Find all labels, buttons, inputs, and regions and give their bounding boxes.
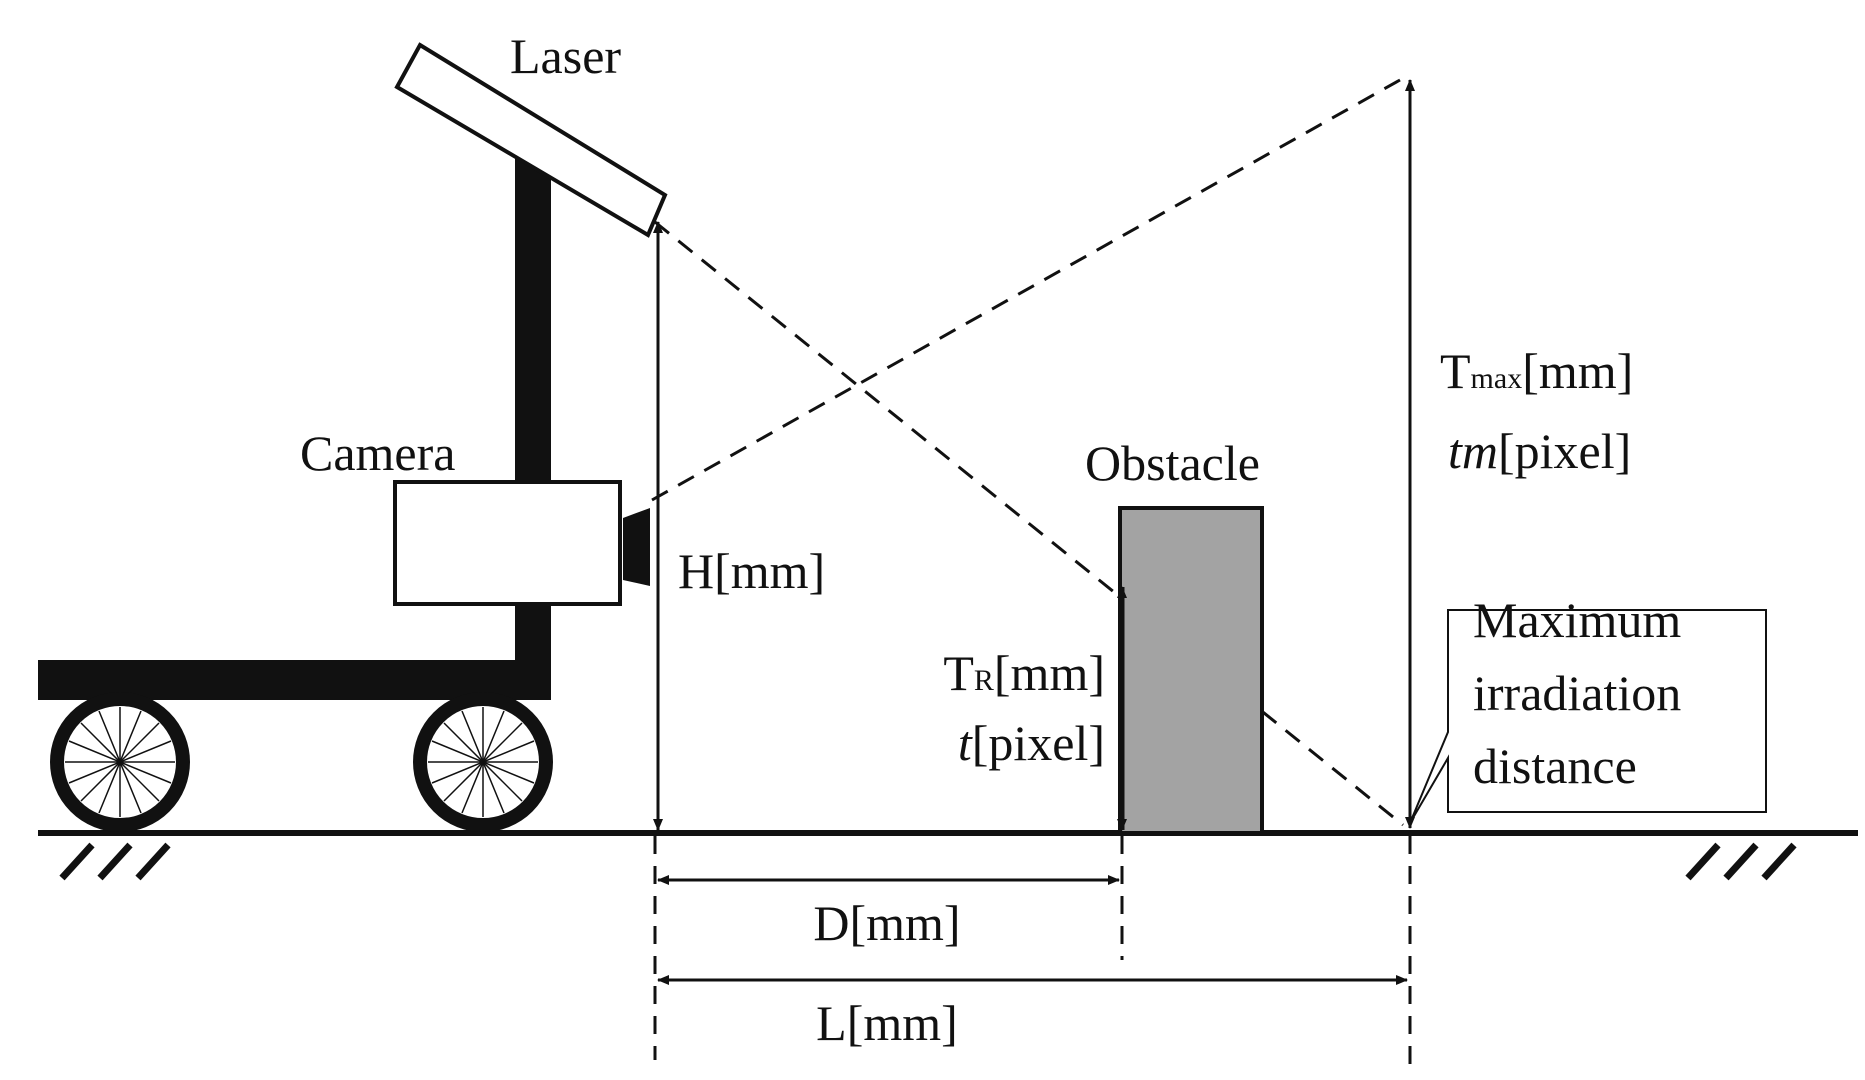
ground-hatch-left <box>59 842 171 881</box>
camera-ray <box>651 78 1401 502</box>
label-camera: Camera <box>300 425 455 481</box>
obstacle <box>1118 506 1264 835</box>
wheel-left <box>50 692 190 832</box>
label-laser: Laser <box>510 28 621 84</box>
camera-lens <box>623 508 650 586</box>
label-height: H[mm] <box>678 543 825 599</box>
label-tmax: Tmax[mm] <box>1440 343 1633 399</box>
cart <box>38 42 668 832</box>
label-obstacle: Obstacle <box>1085 435 1260 491</box>
laser-beam <box>654 220 1404 827</box>
ground-hatch-right <box>1685 842 1797 881</box>
label-t-pixel: t[pixel] <box>958 715 1105 771</box>
laser-device <box>394 42 668 238</box>
callout-line-3: distance <box>1473 738 1637 794</box>
callout-line-1: Maximum <box>1473 592 1681 648</box>
camera-device <box>393 480 650 606</box>
label-distance-d: D[mm] <box>813 895 960 951</box>
label-tm-pixel: tm[pixel] <box>1448 423 1631 479</box>
label-tr: TR[mm] <box>943 645 1105 701</box>
callout-line-2: irradiation <box>1473 665 1681 721</box>
label-distance-l: L[mm] <box>816 995 958 1051</box>
wheel-right <box>413 692 553 832</box>
callout-box <box>1409 609 1767 824</box>
